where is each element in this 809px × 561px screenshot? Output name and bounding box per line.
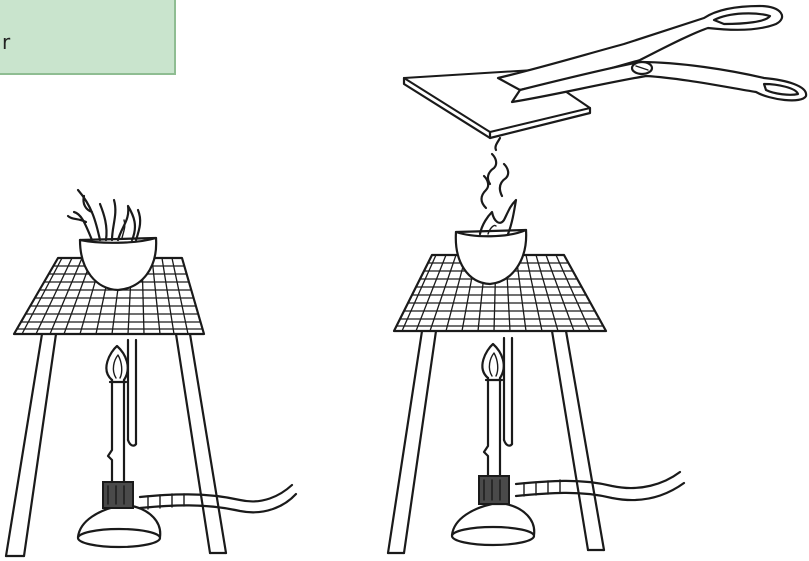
left-setup (0, 190, 296, 556)
right-bunsen-burner (452, 344, 534, 545)
right-rubber-tube (516, 472, 684, 500)
right-smoke (482, 138, 509, 208)
tongs (498, 6, 806, 102)
left-bunsen-burner (78, 346, 160, 547)
right-setup (380, 6, 806, 553)
left-flame (68, 190, 140, 240)
